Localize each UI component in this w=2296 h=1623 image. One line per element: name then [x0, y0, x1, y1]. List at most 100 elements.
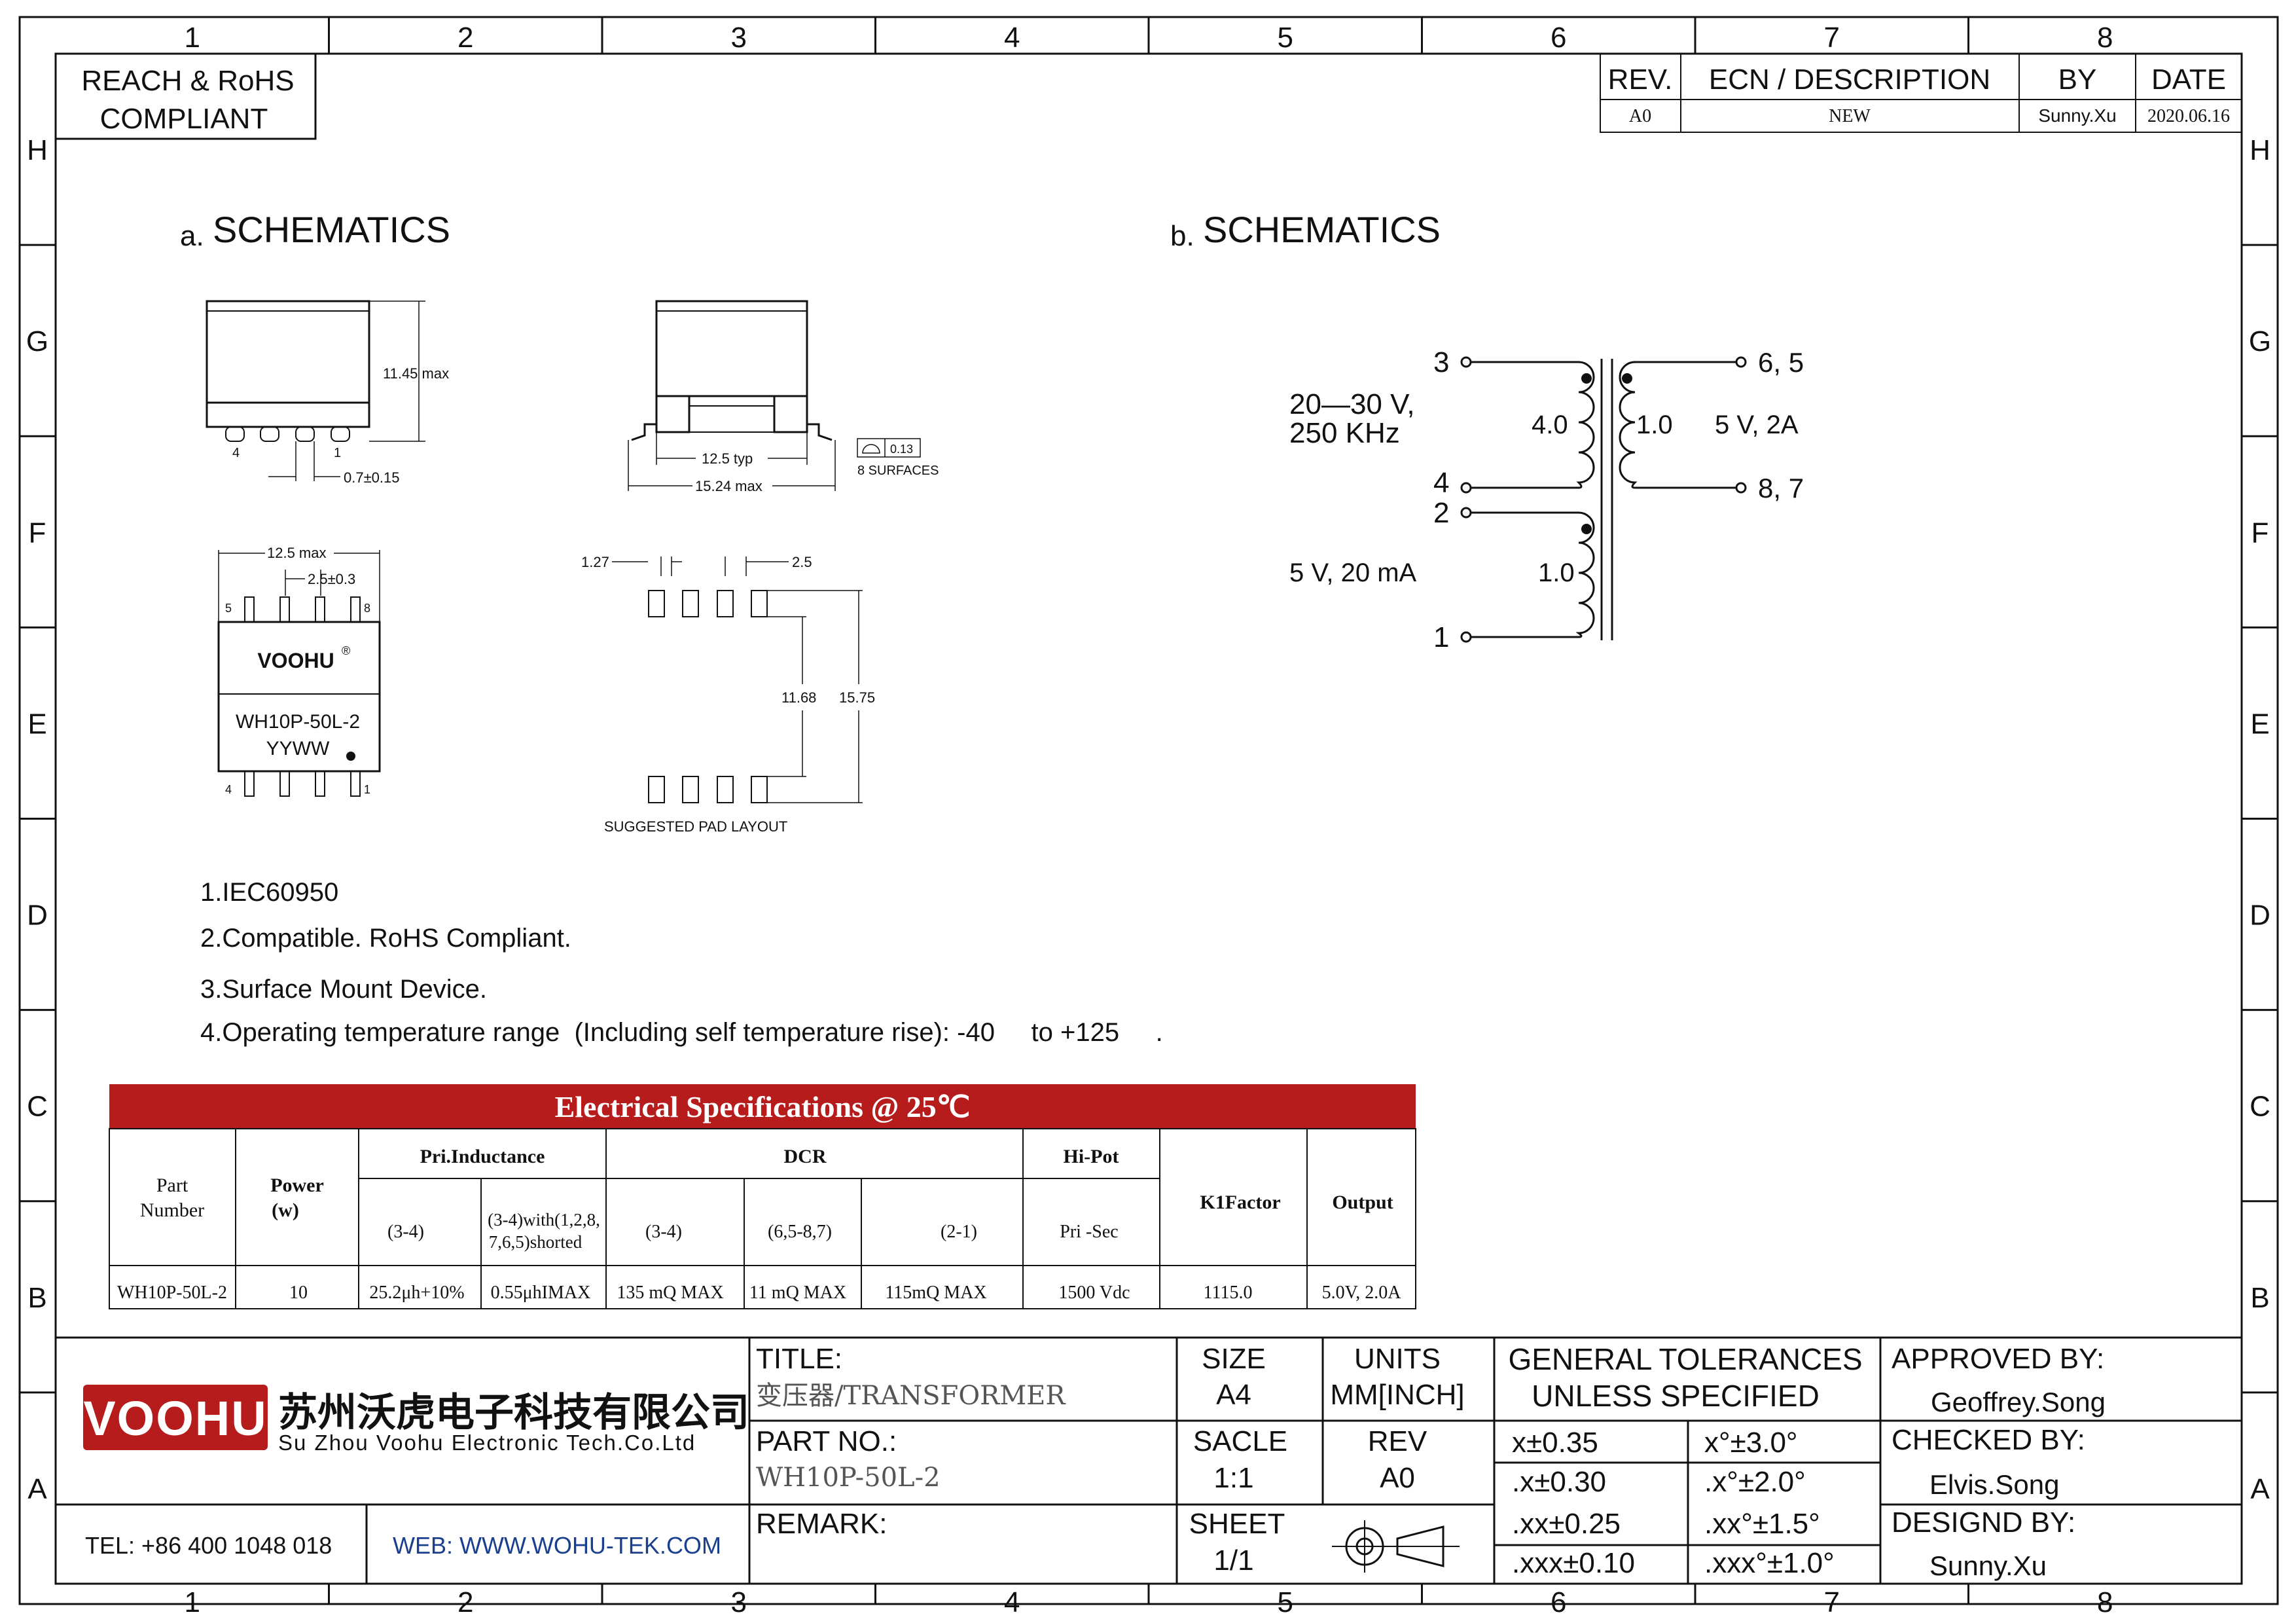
pin1-label: 1	[1433, 621, 1449, 653]
pad-layout-drawing: 1.27 2.5 11.68 15.75 SUGGESTED PAD LAYOU…	[581, 554, 875, 835]
col-label-bottom-3: 3	[731, 1586, 747, 1618]
rev-label: REV	[1368, 1425, 1427, 1457]
tol-line2: UNLESS SPECIFIED	[1532, 1379, 1820, 1413]
partno-value: WH10P-50L-2	[756, 1463, 941, 1493]
col-label-bottom-7: 7	[1824, 1586, 1840, 1618]
col-label-top-6: 6	[1551, 22, 1566, 54]
row-label-left-F: F	[29, 517, 46, 549]
note-4: 4.Operating temperature range (Including…	[200, 1018, 1163, 1047]
section-a-title: a. SCHEMATICS	[180, 209, 450, 252]
h-power-2: (w)	[272, 1199, 299, 1221]
flatness-value: 0.13	[890, 443, 913, 456]
h-k1factor: K1Factor	[1200, 1192, 1280, 1213]
col-label-bottom-6: 6	[1551, 1586, 1566, 1618]
sub-hipot: Pri -Sec	[1060, 1222, 1118, 1242]
sec-dot-icon	[1622, 373, 1632, 384]
compliance-line1: REACH & RoHS	[81, 65, 294, 97]
flatness-icon	[862, 444, 880, 454]
pin2-terminal	[1460, 507, 1472, 519]
company-logo-text: VOOHU	[83, 1391, 267, 1446]
tol-linear-0: x±0.35	[1512, 1427, 1598, 1459]
cell-dcr-pri: 135 mQ MAX	[617, 1283, 723, 1303]
row-label-right-E: E	[2250, 708, 2269, 740]
section-a-text: SCHEMATICS	[213, 209, 450, 250]
row-label-left-G: G	[26, 325, 48, 357]
sub-dcr-3: (2-1)	[941, 1222, 977, 1242]
pin87-terminal	[1735, 482, 1747, 494]
spec-table-title-bar	[109, 1084, 1416, 1129]
spec-table-title: Electrical Specifications @ 25℃	[555, 1090, 971, 1123]
projection-symbol-icon	[1332, 1520, 1460, 1573]
row-label-right-F: F	[2251, 517, 2269, 549]
ecn-value: NEW	[1829, 106, 1871, 126]
flatness-note: 8 SURFACES	[857, 464, 939, 478]
remark-label: REMARK:	[756, 1508, 887, 1540]
partno-label: PART NO.:	[756, 1425, 897, 1457]
pin65-label: 6, 5	[1758, 347, 1804, 378]
pin1-dot-icon	[346, 752, 355, 761]
sub-pri-2a: (3-4)with(1,2,8,	[488, 1210, 600, 1230]
sub-dcr-2: (6,5-8,7)	[768, 1222, 832, 1242]
units-value: MM[INCH]	[1330, 1379, 1464, 1411]
pin4-label: 4	[1433, 467, 1449, 499]
output-rating: 5 V, 2A	[1715, 410, 1799, 439]
top-pin8: 8	[364, 602, 370, 615]
tol-linear-1: .x±0.30	[1512, 1466, 1606, 1498]
col-label-top-8: 8	[2097, 22, 2113, 54]
pad-outer-label: 15.75	[839, 689, 875, 706]
pad-pitch-label: 2.5	[792, 554, 812, 570]
row-label-left-C: C	[27, 1091, 48, 1123]
note-2: 2.Compatible. RoHS Compliant.	[200, 924, 571, 953]
h-output: Output	[1332, 1192, 1393, 1213]
span-typ-label: 12.5 typ	[702, 450, 753, 467]
units-label: UNITS	[1354, 1343, 1441, 1375]
h-pri-inductance: Pri.Inductance	[420, 1146, 545, 1167]
input-frequency: 250 KHz	[1289, 417, 1400, 449]
top-logo-reg: ®	[342, 644, 350, 657]
date-value: 2020.06.16	[2147, 106, 2230, 126]
cell-dcr-sec: 11 mQ MAX	[749, 1283, 846, 1303]
title-label: TITLE:	[756, 1343, 842, 1375]
turns-auxiliary: 1.0	[1538, 558, 1575, 587]
h-part-1: Part	[156, 1175, 188, 1196]
h-dcr: DCR	[784, 1146, 827, 1167]
cell-k1factor: 1115.0	[1204, 1283, 1253, 1303]
revision-table: REV. ECN / DESCRIPTION BY DATE A0 NEW Su…	[1600, 53, 2242, 133]
rev-value: A0	[1629, 106, 1651, 126]
side-view-drawing: 11.45 max 4 1 0.7±0.15	[206, 300, 449, 486]
sub-pri-1: (3-4)	[387, 1222, 424, 1242]
cell-output: 5.0V, 2.0A	[1322, 1283, 1402, 1303]
compliance-box: REACH & RoHS COMPLIANT	[54, 52, 317, 140]
top-pitch-label: 2.5±0.3	[308, 571, 355, 587]
rev-value-tb: A0	[1380, 1462, 1415, 1494]
approved-label: APPROVED BY:	[1892, 1343, 2104, 1375]
scale-value: 1:1	[1213, 1462, 1253, 1494]
row-label-left-H: H	[27, 134, 48, 166]
pin2-label: 2	[1433, 497, 1449, 529]
top-pin5: 5	[225, 602, 232, 615]
tol-linear-2: .xx±0.25	[1512, 1508, 1621, 1540]
pad-width-label: 1.27	[581, 554, 609, 570]
col-label-top-4: 4	[1004, 22, 1020, 54]
contact-web[interactable]: WEB: WWW.WOHU-TEK.COM	[393, 1532, 721, 1559]
pin4-terminal	[1460, 482, 1472, 494]
row-label-right-H: H	[2250, 134, 2270, 166]
row-label-right-C: C	[2250, 1091, 2270, 1123]
company-name-cn: 苏州沃虎电子科技有限公司	[278, 1391, 749, 1434]
tol-angle-3: .xxx°±1.0°	[1704, 1547, 1835, 1579]
tol-angle-2: .xx°±1.5°	[1704, 1508, 1820, 1540]
aux-dot-icon	[1581, 524, 1592, 534]
h-hipot: Hi-Pot	[1064, 1146, 1119, 1167]
marking-part: WH10P-50L-2	[236, 711, 360, 733]
title-value: 变压器/TRANSFORMER	[756, 1381, 1066, 1411]
h-power-1: Power	[270, 1175, 324, 1196]
ecn-header: ECN / DESCRIPTION	[1709, 64, 1990, 96]
size-label: SIZE	[1202, 1343, 1266, 1375]
design-label: DESIGND BY:	[1892, 1506, 2075, 1539]
col-label-bottom-2: 2	[457, 1586, 473, 1618]
approved-value: Geoffrey.Song	[1931, 1387, 2106, 1417]
scale-label: SACLE	[1193, 1425, 1287, 1457]
